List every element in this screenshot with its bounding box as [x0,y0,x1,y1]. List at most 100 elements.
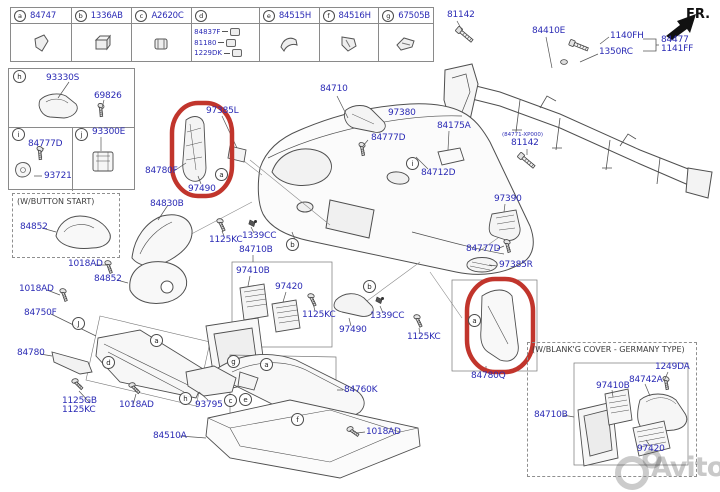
retainer-icon [94,34,111,50]
sub-part-row: 1229DK [194,49,257,58]
part-label-97385R: 97385R [499,260,533,270]
part-label-97420: 97420 [637,444,665,454]
part-label-84750F: 84750F [24,308,57,318]
callout-letter: g [382,9,395,22]
part-label-84710B: 84710B [239,245,273,255]
callout-letter-a: a [468,314,481,327]
callout-letter-i: i [406,157,419,170]
part-label-1350RC: 1350RC [599,47,633,57]
part-label-97390: 97390 [494,194,522,204]
part-note-84771: (84771-XP000) [502,132,544,138]
callout-letter: d [195,9,208,22]
watermark-logo-icon [615,449,662,490]
bolt-icon [231,49,242,58]
callout-letter-h: h [179,392,192,405]
callout-letter-f: f [291,413,304,426]
callout-letter-g: g [227,355,240,368]
small-parts-drawings [15,93,114,178]
part-label-84742A: 84742A [629,375,663,385]
part-label-93795: 93795 [195,400,223,410]
sub-part-row: 81180 [194,38,257,47]
part-label-84760K: 84760K [344,385,378,395]
part-label-84852: 84852 [94,274,122,284]
part-label-69826: 69826 [94,91,122,101]
part-label-97380: 97380 [388,108,416,118]
callout-letter-j: j [75,128,88,141]
part-label-97385L: 97385L [206,106,239,116]
part-number: 67505B [398,10,430,21]
part-label-81142: 81142 [511,138,539,148]
knee-panel-drawings [51,259,211,407]
part-label-1140FH: 1140FH [610,31,644,41]
callout-letter: a [14,9,26,22]
fastener-icons-top [454,25,659,170]
part-label-93330S: 93330S [46,73,80,83]
part-number: 84747 [30,10,57,21]
callout-letter-d: d [102,356,115,369]
cover-icon [280,37,298,52]
option-box-label: (W/BLANK'G COVER - GERMANY TYPE) [532,345,685,354]
clip-icon [396,36,415,51]
part-label-84777D: 84777D [371,133,406,143]
left-parts-grid [8,68,135,191]
callout-letter-c: c [224,394,237,407]
callout-letter: e [262,9,275,22]
part-label-1125KC: 1125KC [302,310,336,320]
callout-letter-a: a [150,334,163,347]
part-label-97410B: 97410B [236,266,270,276]
part-label-1125KC: 1125KC [407,332,441,342]
part-label-93300E: 93300E [92,127,126,137]
button-start-option-box: (W/BUTTON START) [12,193,120,258]
callout-letter-a: a [260,358,273,371]
part-number: 1336AB [90,10,123,21]
leader-line [223,52,230,54]
germany-parts-drawings [573,362,689,467]
clip-icon [154,38,168,49]
callout-letter: c [135,9,148,22]
part-number: 81180 [194,38,217,47]
part-label-97420: 97420 [275,282,303,292]
part-label-84780: 84780 [17,348,45,358]
bracket-icon [341,35,357,52]
leader-lines [34,20,669,447]
callout-letter-h: h [13,70,26,83]
grille-drawings [182,105,521,273]
part-number: 1229DK [194,49,222,58]
part-label-84710B: 84710B [534,410,568,420]
grid-divider [72,128,73,191]
bracket-icon [226,38,237,47]
part-number: 84515H [278,10,312,21]
part-label-84410E: 84410E [532,26,566,36]
part-label-1249DA: 1249DA [655,362,690,372]
part-label-81142: 81142 [447,10,475,20]
part-label-1018AD: 1018AD [68,259,103,269]
part-number: 84516H [338,10,371,21]
part-label-84477: 84477 [661,35,689,45]
part-label-1018AD: 1018AD [366,427,401,437]
part-number: A2620C [151,10,184,21]
part-label-1018AD: 1018AD [119,400,154,410]
callout-letter-J: J [72,317,85,330]
part-label-93721: 93721 [44,171,72,181]
part-label-1339CC: 1339CC [370,311,405,321]
callout-letter-a: a [215,168,228,181]
callout-letter-b: b [363,280,376,293]
germany-option-box: (W/BLANK'G COVER - GERMANY TYPE) [527,342,697,477]
part-label-1125KC: 1125KC [62,405,96,415]
part-number: 84837F [194,27,221,36]
part-label-1018AD: 1018AD [19,284,54,294]
callout-letter: b [74,9,87,22]
table-cell-a: a 84747 [11,8,72,61]
clip-icon [230,27,241,36]
clip-icon [34,33,49,52]
part-label-84830B: 84830B [150,199,184,209]
grid-divider [9,127,134,128]
highlight-ovals [169,100,536,375]
leader-line [222,31,229,33]
option-box-label: (W/BUTTON START) [17,197,95,206]
callout-letter: f [322,9,335,22]
